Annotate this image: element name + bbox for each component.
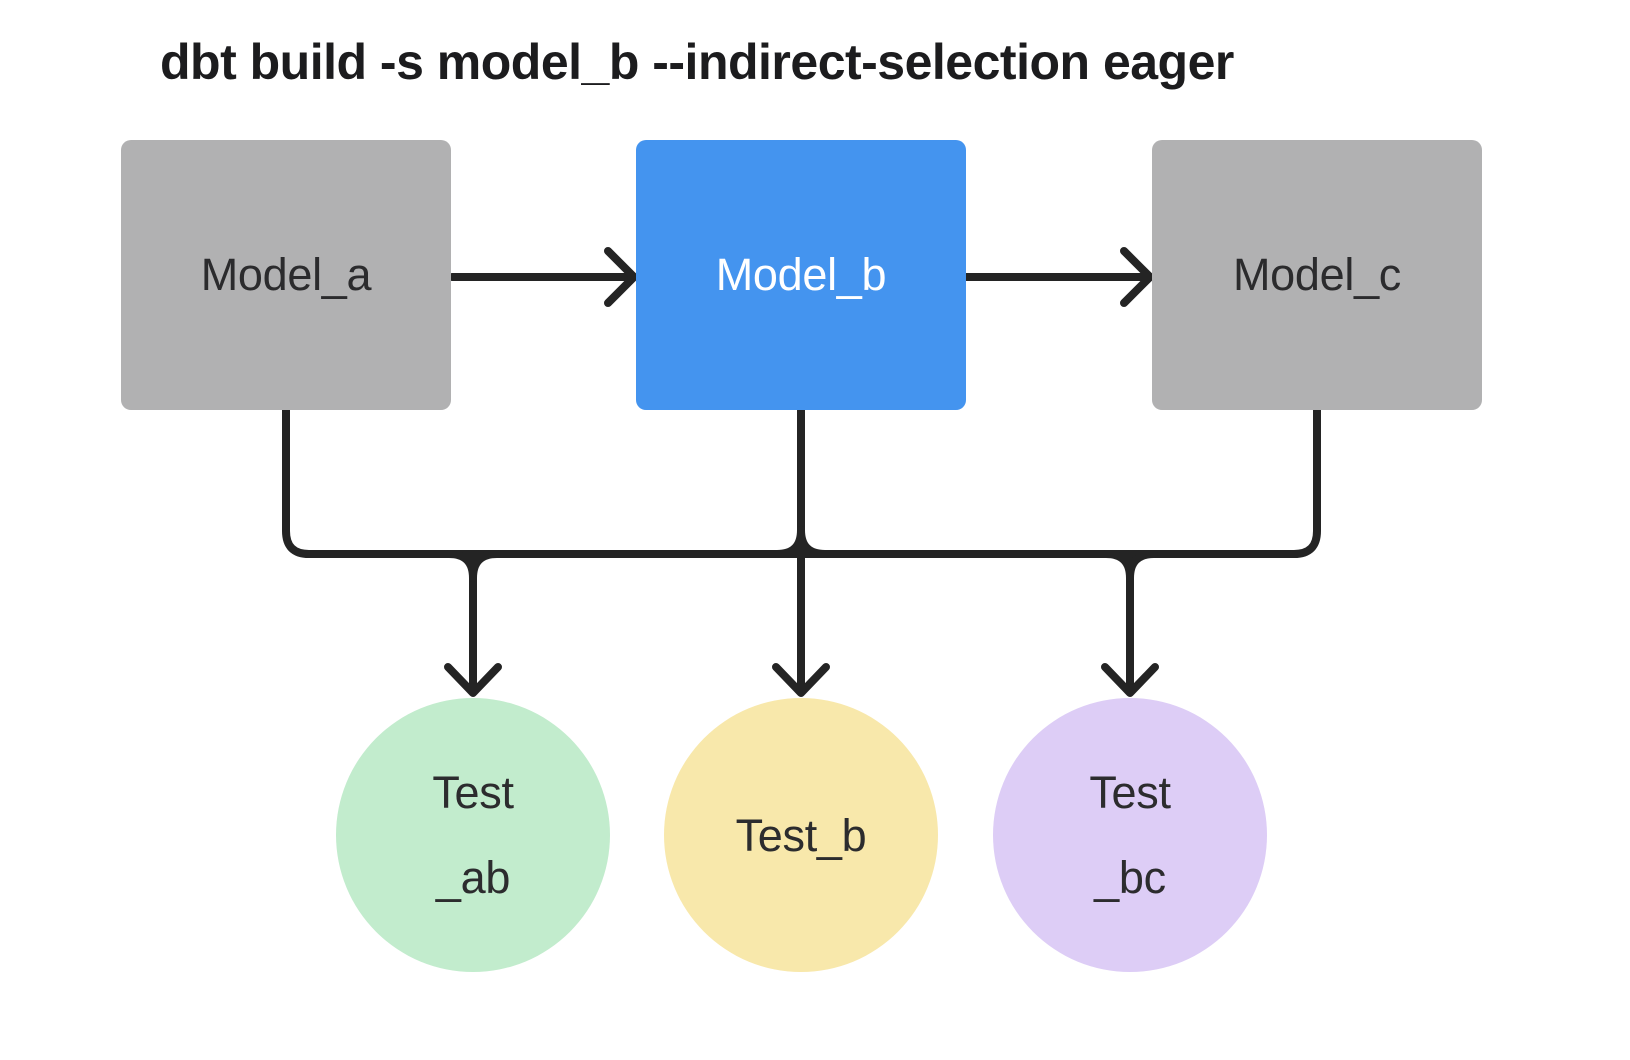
node-test-bc: Test _bc — [993, 698, 1267, 972]
arrow-to-test-ab — [444, 550, 502, 697]
node-test-ab-label-line1: Test — [432, 767, 514, 818]
arrow-to-test-b — [772, 406, 830, 697]
arrow-to-test-bc — [1101, 550, 1159, 697]
node-test-ab-label-line2: _ab — [435, 852, 511, 903]
node-test-b: Test_b — [664, 698, 938, 972]
node-model-a-label: Model_a — [200, 249, 372, 300]
node-model-b-label: Model_b — [715, 249, 887, 300]
node-model-c: Model_c — [1152, 140, 1482, 410]
node-test-b-label: Test_b — [735, 809, 867, 861]
command-title: dbt build -s model_b --indirect-selectio… — [160, 34, 1234, 90]
arrow-model-b-to-model-c — [962, 247, 1154, 307]
arrow-model-a-to-model-b — [448, 247, 638, 307]
node-test-bc-label-line2: _bc — [1094, 852, 1166, 903]
node-model-b: Model_b — [636, 140, 966, 410]
node-test-ab: Test _ab — [336, 698, 610, 972]
node-test-bc-label-line1: Test — [1089, 767, 1171, 818]
node-model-a: Model_a — [121, 140, 451, 410]
node-model-c-label: Model_c — [1233, 249, 1401, 300]
